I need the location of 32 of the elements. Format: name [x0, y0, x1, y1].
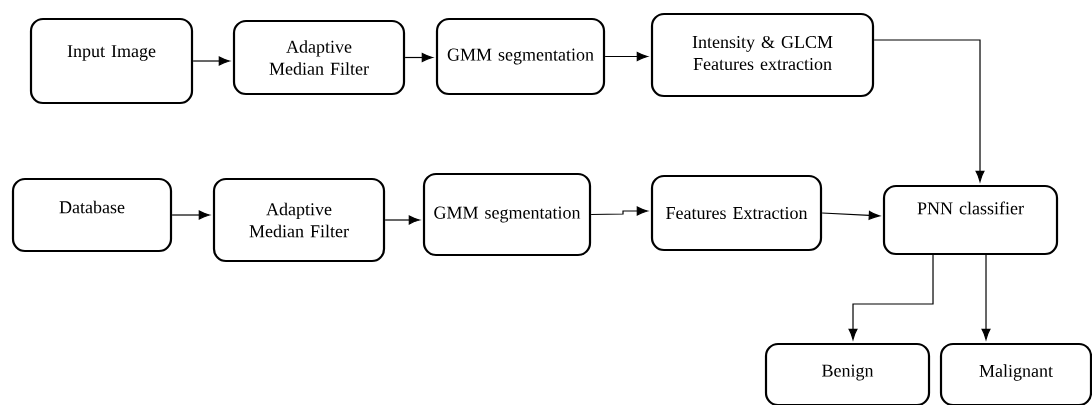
arrow — [171, 210, 210, 220]
process-box — [212, 177, 386, 263]
arrow — [873, 39, 985, 182]
process-box — [650, 174, 823, 252]
arrow — [384, 215, 420, 225]
box-label: GMM segmentation — [434, 206, 581, 223]
process-box — [764, 342, 931, 405]
arrow — [590, 206, 648, 216]
process-box — [939, 342, 1092, 405]
box-label: Malignant — [979, 364, 1053, 381]
arrow — [848, 254, 934, 340]
process-box — [882, 184, 1059, 256]
process-box — [650, 12, 875, 98]
box-label: Adaptive Median Filter — [249, 202, 349, 238]
arrow — [192, 56, 230, 66]
box-label: GMM segmentation — [447, 48, 594, 65]
box-label: Database — [59, 200, 125, 214]
arrow — [604, 51, 648, 62]
box-label: Features Extraction — [666, 206, 808, 220]
box-label: Intensity & GLCM Features extraction — [692, 35, 833, 71]
box-label: Input Image — [67, 45, 156, 61]
arrow — [821, 210, 880, 220]
arrow — [404, 52, 433, 63]
process-box — [232, 19, 406, 96]
process-box — [11, 177, 173, 253]
box-label: Benign — [822, 364, 874, 381]
process-box — [435, 17, 606, 96]
process-box — [29, 17, 194, 105]
arrow — [981, 254, 991, 340]
process-box — [422, 172, 592, 257]
box-label: PNN classifier — [917, 201, 1024, 215]
box-label: Adaptive Median Filter — [269, 40, 369, 75]
